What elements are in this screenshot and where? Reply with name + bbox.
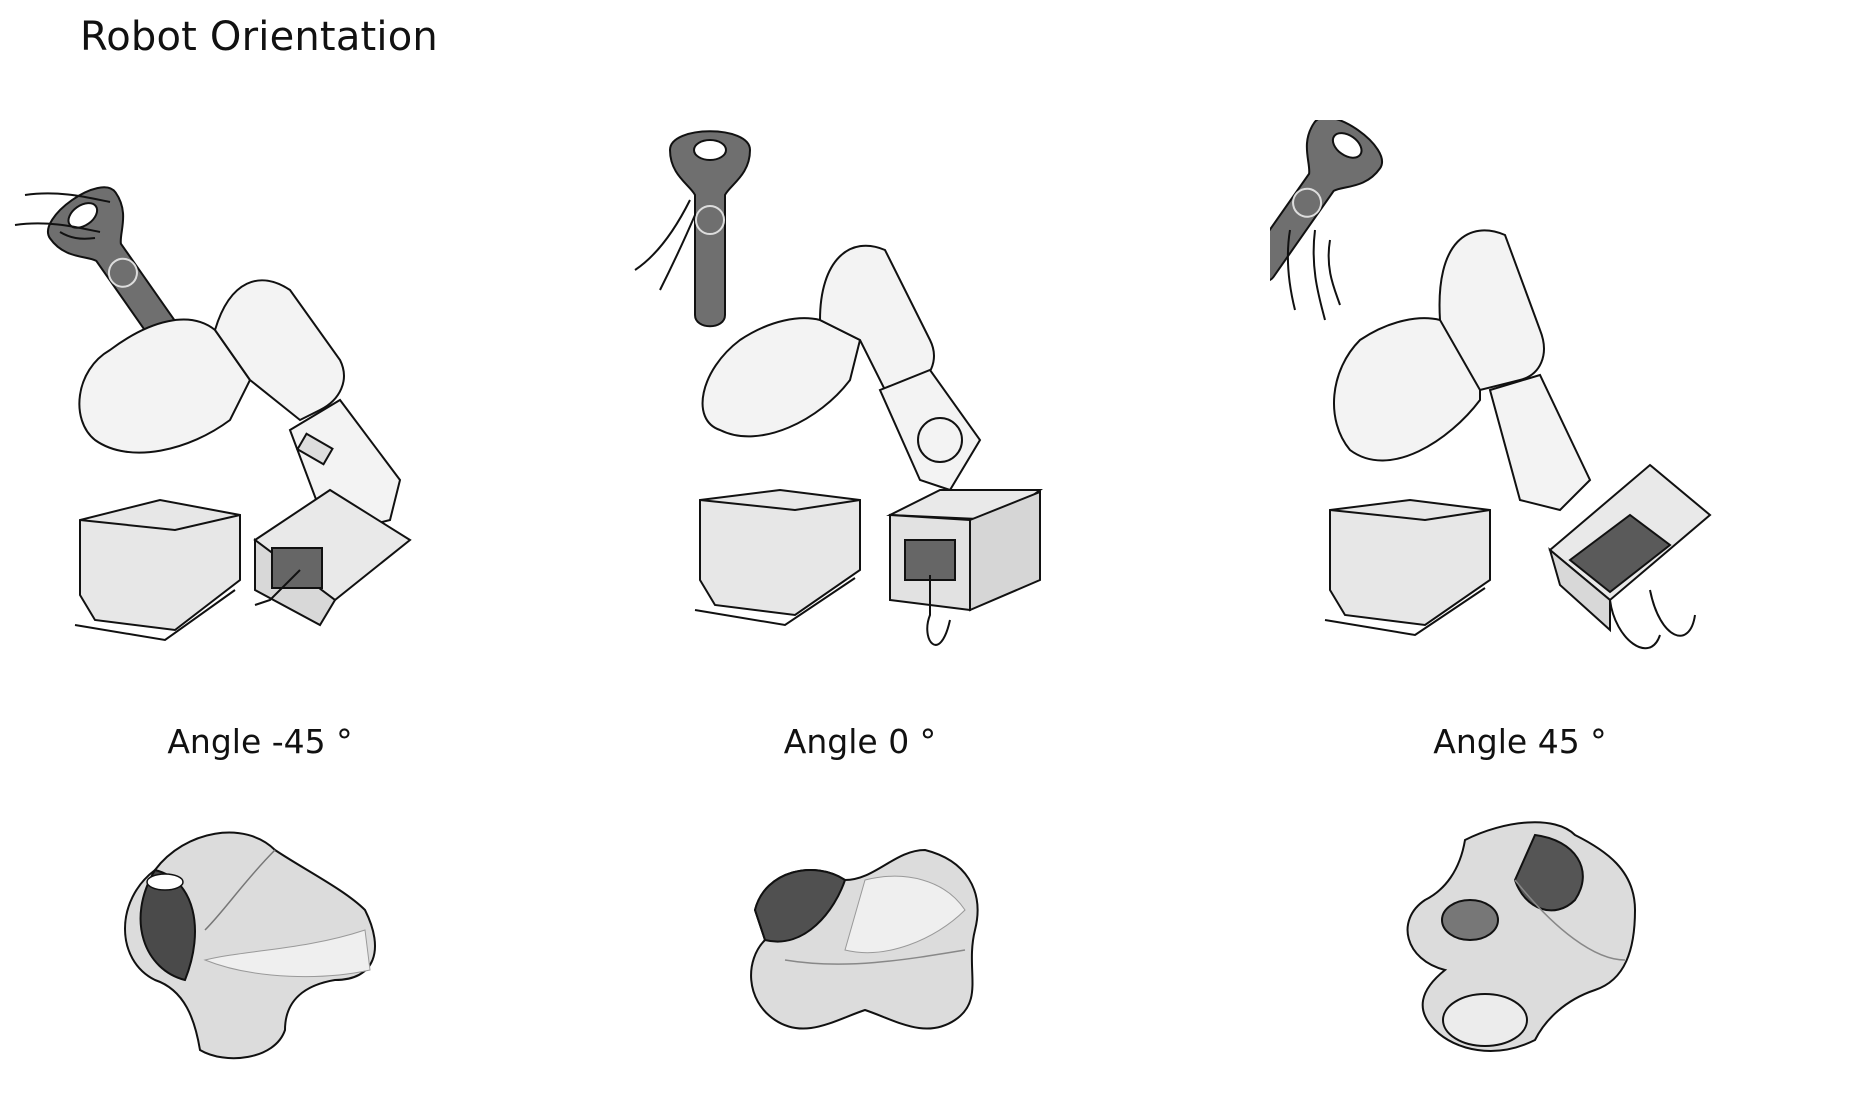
node-piece-icon (750, 848, 979, 1030)
vr-controller-icon (1270, 120, 1383, 283)
robot-panel-minus-45 (0, 120, 560, 680)
node-piece-minus-45 (105, 810, 395, 1070)
angle-label-plus-45: Angle 45 ° (1433, 722, 1607, 761)
robot-arm-icon (1324, 229, 1592, 637)
robot-arm-icon (74, 279, 402, 642)
node-piece-plus-45 (1375, 810, 1665, 1070)
node-piece-icon (1406, 821, 1637, 1052)
mold-box-icon (886, 489, 1043, 646)
vr-controller-icon (668, 130, 752, 328)
mold-box-icon (1548, 463, 1712, 650)
node-piece-icon (124, 831, 376, 1060)
robot-panel-0 (620, 120, 1180, 680)
node-piece-0 (725, 810, 1015, 1070)
hand-icon (1286, 229, 1341, 321)
angle-label-0: Angle 0 ° (783, 722, 937, 761)
hand-icon (14, 192, 111, 240)
robot-panel-plus-45 (1270, 120, 1830, 680)
hand-icon (634, 199, 696, 291)
mold-box-icon (253, 488, 412, 627)
angle-label-minus-45: Angle -45 ° (167, 722, 353, 761)
robot-arm-icon (694, 244, 982, 627)
page-title: Robot Orientation (80, 14, 438, 60)
